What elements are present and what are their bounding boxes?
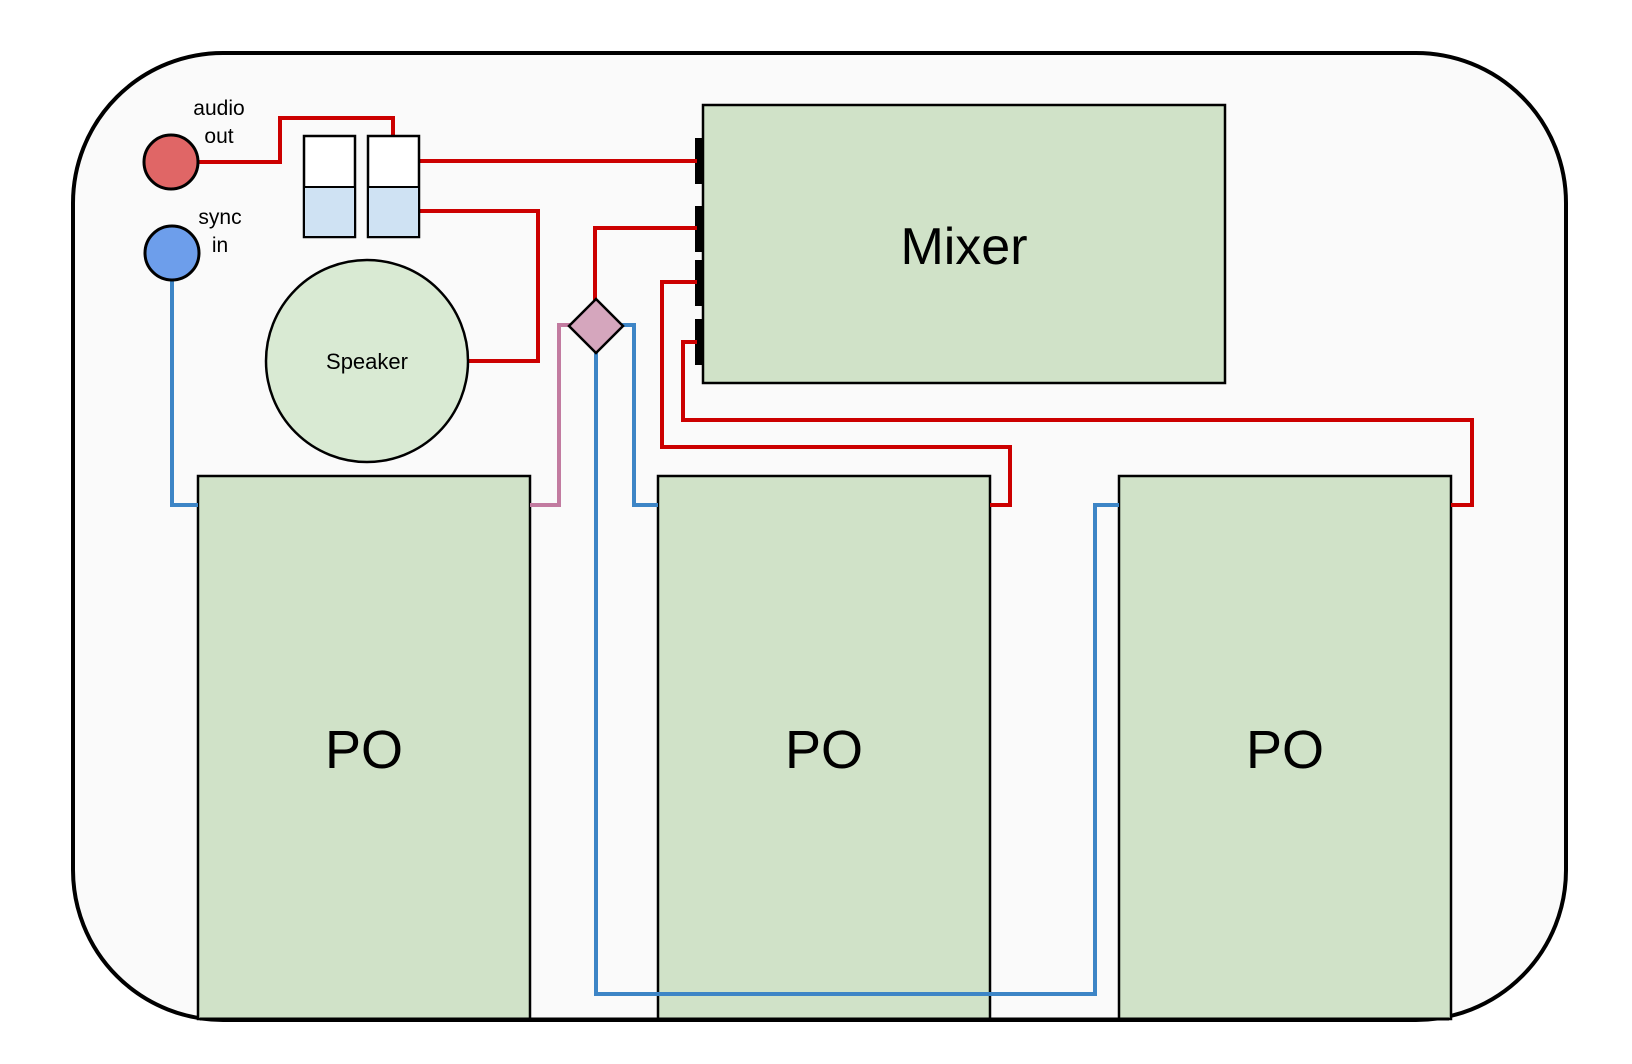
output-switches	[302, 134, 421, 239]
sync-in-jack	[143, 224, 201, 282]
wire-splitter-to-mixer	[593, 226, 697, 300]
mixer-input-1	[695, 138, 703, 184]
sync-in-label-line2: in	[212, 234, 228, 257]
audio-wires	[193, 116, 1474, 507]
wire-splitter-to-po2	[619, 323, 658, 507]
speaker-circle	[264, 258, 470, 464]
wire-audio-out-to-switch	[193, 116, 395, 164]
mixer-input-4	[695, 319, 703, 365]
po-label-2: PO	[785, 720, 863, 780]
mixer-input-2	[695, 206, 703, 252]
po-box-2	[656, 474, 992, 1021]
audio-out-label-line2: out	[204, 125, 233, 148]
mixer-label: Mixer	[900, 218, 1027, 276]
wire-switch-to-speaker	[418, 209, 540, 363]
wire-po1-to-splitter	[530, 323, 573, 507]
mixer-input-3	[695, 260, 703, 306]
po-label-3: PO	[1246, 720, 1324, 780]
mixer-box	[701, 103, 1227, 385]
po-label-1: PO	[325, 720, 403, 780]
sync-splitter	[567, 297, 625, 355]
wire-po3-to-mixer	[681, 340, 1474, 507]
sync-in-label-line1: sync	[198, 206, 241, 229]
switch-2-lever	[369, 187, 418, 236]
speaker-label: Speaker	[326, 349, 408, 374]
audio-out-label-line1: audio	[193, 97, 244, 120]
sync-wires	[170, 276, 1119, 996]
po-box-1	[196, 474, 532, 1021]
wire-po2-to-mixer	[660, 280, 1012, 507]
po-box-3	[1117, 474, 1453, 1021]
switch-1-lever	[305, 187, 354, 236]
wire-sync-in-to-po1	[170, 276, 198, 507]
wire-splitter-to-po3	[594, 345, 1119, 996]
audio-out-jack	[142, 133, 200, 191]
